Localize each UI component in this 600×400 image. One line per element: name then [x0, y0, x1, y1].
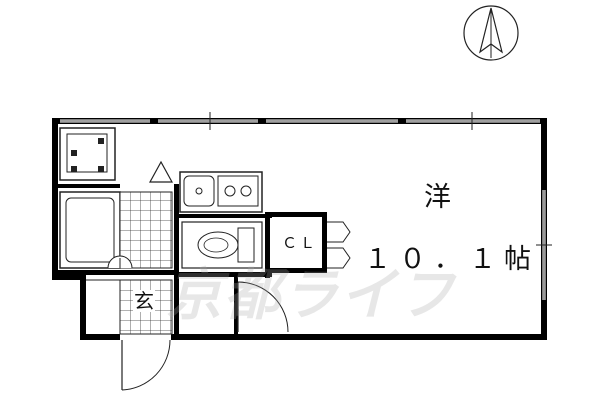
closet-label: ＣＬ — [282, 234, 319, 252]
gas-stove-icon — [179, 171, 263, 213]
watermark-logo: 京都ライフ — [166, 263, 456, 328]
fridge-marker-icon — [148, 160, 174, 183]
bathtub-icon — [59, 191, 173, 269]
closet-doors — [327, 221, 351, 269]
entrance-label: 玄 — [133, 289, 155, 313]
entrance-door — [121, 339, 171, 391]
sink-icon — [183, 175, 215, 207]
main-room-type: 洋 — [424, 182, 451, 213]
toilet-icon — [181, 221, 263, 269]
exterior-walls — [52, 112, 552, 340]
room-door — [237, 281, 289, 333]
interior-walls — [58, 184, 327, 337]
north-arrow-icon — [463, 5, 519, 61]
main-room-size: １０．１帖 — [364, 244, 539, 275]
washing-machine-icon — [59, 127, 116, 181]
